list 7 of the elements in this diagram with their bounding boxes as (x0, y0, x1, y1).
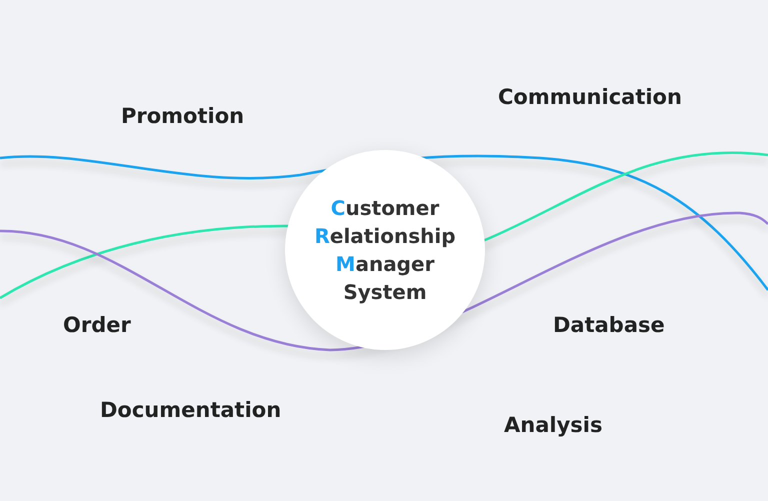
topic-label: Database (553, 313, 665, 337)
topic-label: Promotion (121, 104, 244, 128)
topic-label: Order (63, 313, 131, 337)
topic-label: Communication (498, 85, 682, 109)
center-title: Customer Relationship Manager System (313, 195, 457, 306)
topic-label: Analysis (504, 413, 602, 437)
topic-label: Documentation (100, 398, 282, 422)
